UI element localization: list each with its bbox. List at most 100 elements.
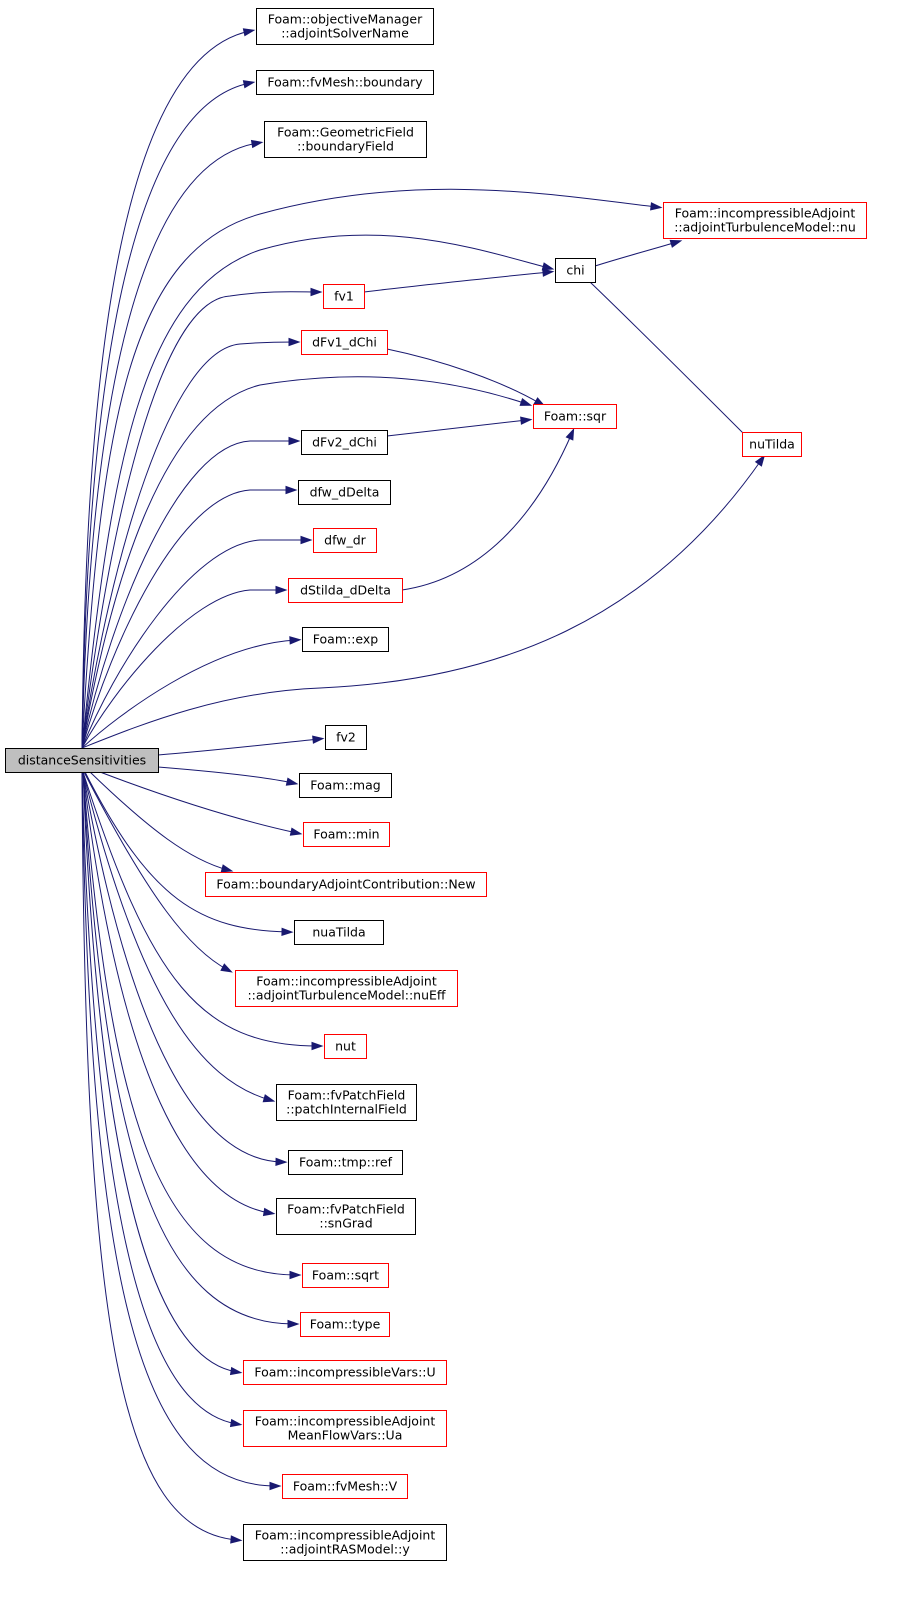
node-nuTilda[interactable]: nuTilda bbox=[742, 432, 802, 457]
node-box bbox=[663, 202, 867, 239]
node-box bbox=[301, 430, 388, 455]
node-min[interactable]: Foam::min bbox=[303, 822, 390, 847]
edge-arrowhead bbox=[520, 416, 533, 425]
edge-line bbox=[81, 30, 251, 749]
node-Ua[interactable]: Foam::incompressibleAdjointMeanFlowVars:… bbox=[243, 1410, 447, 1447]
edge-line bbox=[81, 589, 282, 749]
node-label: Foam::fvMesh::V bbox=[293, 1479, 398, 1494]
node-V[interactable]: Foam::fvMesh::V bbox=[282, 1474, 408, 1499]
edge-arrowhead bbox=[289, 827, 303, 836]
node-fv2[interactable]: fv2 bbox=[325, 725, 367, 750]
node-New[interactable]: Foam::boundaryAdjointContribution::New bbox=[205, 872, 487, 897]
node-label: dfw_dDelta bbox=[310, 485, 380, 500]
edge-line bbox=[82, 771, 295, 1325]
edge-root-to-nuTilda bbox=[81, 454, 766, 749]
node-dFv2_dChi[interactable]: dFv2_dChi bbox=[301, 430, 388, 455]
node-label: Foam::sqr bbox=[544, 409, 607, 424]
node-label: Foam::min bbox=[313, 827, 379, 842]
edge-arrowhead bbox=[541, 262, 555, 271]
node-adjointSolverName[interactable]: Foam::objectiveManager::adjointSolverNam… bbox=[256, 8, 434, 45]
node-label: Foam::incompressibleAdjoint bbox=[255, 1528, 436, 1543]
node-U[interactable]: Foam::incompressibleVars::U bbox=[243, 1360, 447, 1385]
node-label: dfw_dr bbox=[324, 533, 367, 548]
node-label: dStilda_dDelta bbox=[300, 583, 391, 598]
edge-line bbox=[82, 771, 271, 1214]
node-nuaTilda[interactable]: nuaTilda bbox=[294, 920, 384, 945]
edge-line bbox=[81, 188, 658, 749]
node-label: fv2 bbox=[336, 730, 356, 745]
node-label: Foam::fvPatchField bbox=[288, 1088, 406, 1103]
node-mag[interactable]: Foam::mag bbox=[299, 773, 392, 798]
edge-root-to-sqr bbox=[81, 376, 533, 749]
node-boundaryField[interactable]: Foam::GeometricField::boundaryField bbox=[264, 121, 427, 158]
node-box bbox=[300, 1312, 390, 1337]
node-label: ::snGrad bbox=[319, 1216, 372, 1231]
node-sqr[interactable]: Foam::sqr bbox=[533, 404, 617, 429]
edge-root-to-ref bbox=[82, 771, 288, 1167]
edge-root-to-nuaTilda bbox=[84, 771, 294, 937]
edge-root-to-dFv2_dChi bbox=[81, 436, 301, 749]
node-label: Foam::fvPatchField bbox=[287, 1202, 405, 1217]
node-label: nuTilda bbox=[749, 437, 795, 452]
node-root[interactable]: distanceSensitivities bbox=[5, 748, 159, 773]
edge-arrowhead bbox=[289, 636, 302, 645]
edge-line bbox=[386, 348, 542, 405]
edge-line bbox=[82, 771, 238, 1373]
node-dFv1_dChi[interactable]: dFv1_dChi bbox=[301, 330, 388, 355]
node-nut[interactable]: nut bbox=[324, 1034, 367, 1059]
node-label: chi bbox=[566, 263, 584, 278]
edge-root-to-fv1 bbox=[81, 287, 323, 749]
edge-line bbox=[81, 440, 295, 749]
edge-line bbox=[82, 771, 271, 1101]
edge-root-to-nuEff bbox=[83, 771, 233, 973]
node-label: ::adjointTurbulenceModel::nu bbox=[674, 220, 856, 235]
edge-root-to-mag bbox=[157, 766, 299, 786]
edge-line bbox=[84, 771, 289, 933]
edge-line bbox=[81, 82, 251, 749]
edge-root-to-Ua bbox=[81, 771, 243, 1428]
node-box bbox=[243, 1524, 447, 1561]
edge-arrowhead bbox=[262, 1207, 276, 1217]
node-sqrt[interactable]: Foam::sqrt bbox=[302, 1263, 389, 1288]
node-exp[interactable]: Foam::exp bbox=[302, 627, 389, 652]
edge-line bbox=[82, 771, 283, 1163]
node-fv1[interactable]: fv1 bbox=[323, 284, 365, 309]
edge-root-to-New bbox=[89, 771, 234, 873]
node-label: MeanFlowVars::Ua bbox=[288, 1428, 403, 1443]
edge-arrowhead bbox=[288, 436, 301, 446]
node-dStilda_dDelta[interactable]: dStilda_dDelta bbox=[288, 578, 403, 603]
edge-root-to-dfw_dDelta bbox=[81, 485, 298, 749]
edge-line bbox=[81, 489, 292, 749]
edge-arrowhead bbox=[669, 239, 683, 248]
node-type[interactable]: Foam::type bbox=[300, 1312, 390, 1337]
node-y[interactable]: Foam::incompressibleAdjoint::adjointRASM… bbox=[243, 1524, 447, 1561]
node-label: ::adjointSolverName bbox=[281, 26, 409, 41]
node-snGrad[interactable]: Foam::fvPatchField::snGrad bbox=[276, 1198, 416, 1235]
node-label: Foam::incompressibleAdjoint bbox=[675, 206, 856, 221]
node-box bbox=[294, 920, 384, 945]
node-boundary[interactable]: Foam::fvMesh::boundary bbox=[256, 70, 434, 95]
node-ref[interactable]: Foam::tmp::ref bbox=[288, 1150, 403, 1175]
edge-arrowhead bbox=[229, 1418, 243, 1428]
node-patchInternalField[interactable]: Foam::fvPatchField::patchInternalField bbox=[276, 1084, 417, 1121]
edge-root-to-fv2 bbox=[157, 735, 325, 756]
node-chi[interactable]: chi bbox=[555, 258, 596, 283]
edge-root-to-type bbox=[82, 771, 300, 1329]
edge-arrowhead bbox=[230, 1535, 243, 1544]
node-nuEff[interactable]: Foam::incompressibleAdjoint::adjointTurb… bbox=[235, 970, 458, 1007]
node-label: distanceSensitivities bbox=[18, 753, 146, 768]
edge-root-to-nu bbox=[81, 188, 663, 749]
edge-root-to-patchInternalField bbox=[82, 771, 276, 1103]
node-box bbox=[298, 480, 391, 505]
node-dfw_dr[interactable]: dfw_dr bbox=[313, 528, 377, 553]
edge-line bbox=[81, 771, 277, 1487]
node-box bbox=[256, 70, 434, 95]
node-box bbox=[288, 1150, 403, 1175]
node-nu[interactable]: Foam::incompressibleAdjoint::adjointTurb… bbox=[663, 202, 867, 239]
edge-line bbox=[81, 234, 550, 749]
edge-line bbox=[81, 771, 238, 1541]
node-box bbox=[264, 121, 427, 158]
node-dfw_dDelta[interactable]: dfw_dDelta bbox=[298, 480, 391, 505]
edge-root-to-dfw_dr bbox=[81, 535, 313, 749]
edge-arrowhead bbox=[285, 485, 298, 495]
